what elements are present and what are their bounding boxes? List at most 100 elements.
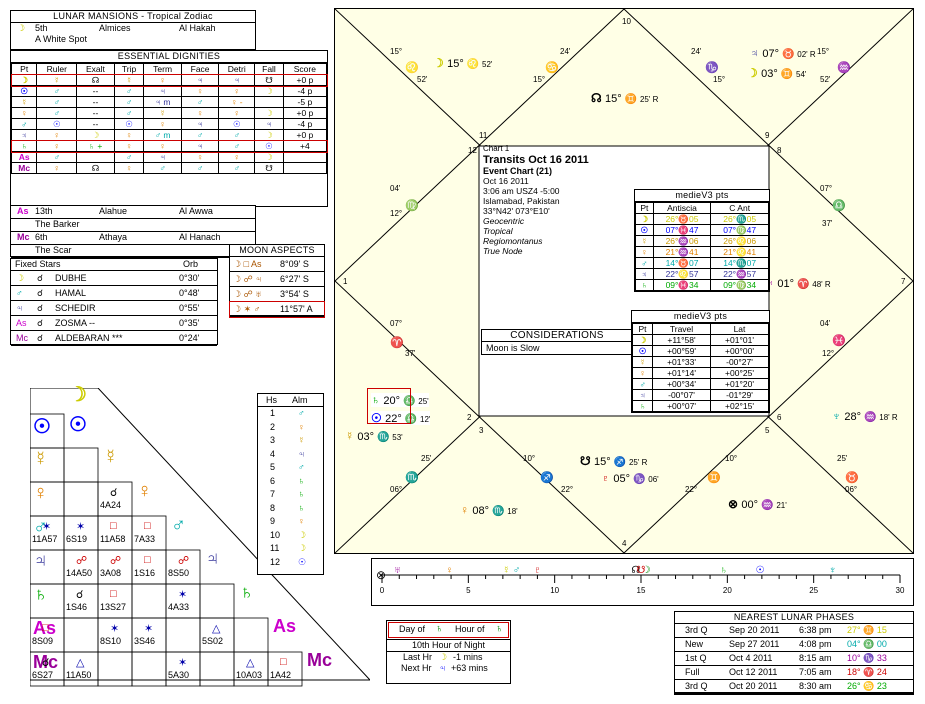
strip-marker-icon: ⊗ bbox=[376, 568, 386, 582]
planet-degree: 00° bbox=[741, 499, 762, 511]
planet-minutes: 25' bbox=[418, 397, 429, 406]
dignity-cell: ♀ bbox=[218, 151, 256, 163]
antiscia-value: 07°♓47 bbox=[652, 224, 712, 236]
strip-planet-icon: ☋ bbox=[637, 565, 646, 576]
dignity-cell: ♂ bbox=[180, 162, 220, 174]
planet-degree: 01° bbox=[777, 278, 798, 290]
antiscia-point: ♂ bbox=[635, 257, 654, 269]
latitude-value: +00°00' bbox=[710, 345, 769, 357]
moon-aspect: ☽ ☍ ♅ bbox=[233, 289, 262, 299]
contra-antiscia-value: 07°♍47 bbox=[710, 224, 769, 236]
star-name: SCHEDIR bbox=[55, 303, 96, 313]
dignity-cell: +0 p bbox=[282, 107, 328, 119]
planet-minutes: 53' bbox=[392, 433, 403, 442]
dignity-point: ☽ bbox=[10, 74, 38, 86]
planet-sign-icon: ♐ bbox=[613, 457, 629, 468]
cusp-minutes: 15° bbox=[713, 75, 726, 84]
chart-info-line: 33°N42' 073°E10' bbox=[483, 206, 550, 216]
planet-degree: 28° bbox=[844, 411, 865, 423]
planet-minutes: 54' bbox=[796, 70, 807, 79]
phase-position: 10° ♑ 33 bbox=[847, 653, 887, 663]
star-name: ZOSMA -- bbox=[55, 318, 95, 328]
cusp-sign-icon: ♎ bbox=[832, 200, 846, 212]
planet-icon: ♃ bbox=[750, 46, 763, 60]
dignity-cell: ♀ bbox=[113, 129, 145, 141]
aspect-value: 5S02 bbox=[202, 636, 224, 646]
cusp-degree: 25' bbox=[837, 454, 848, 463]
antiscia-point: ♃ bbox=[635, 268, 654, 280]
house-number: 8 bbox=[270, 502, 276, 513]
star-planet: ♃ bbox=[16, 303, 23, 313]
house-number-label: 11 bbox=[479, 131, 488, 140]
dignity-cell: ☿ bbox=[36, 74, 78, 86]
house-almuten-header: Hs Alm bbox=[258, 394, 323, 407]
dignity-point: ♀ bbox=[10, 107, 38, 119]
planet-icon: ☉ bbox=[371, 411, 386, 425]
dignity-cell: ♃ bbox=[180, 118, 220, 130]
cusp-degree: 15° bbox=[817, 47, 830, 56]
aspect-value: 14A50 bbox=[66, 568, 93, 578]
planet-sign-icon: ♎ bbox=[403, 396, 419, 407]
house-almuten: ♄ bbox=[298, 489, 305, 499]
antiscia-point: ♄ bbox=[635, 279, 654, 291]
travel-row: ♀+01°14'+00°25' bbox=[631, 367, 769, 379]
aspect-value: 8S10 bbox=[100, 636, 122, 646]
dignity-cell: ☊ bbox=[76, 74, 115, 86]
chart-info-line: 3:06 am USZ4 -5:00 bbox=[483, 186, 560, 196]
phase-date: Oct 4 2011 bbox=[729, 653, 773, 663]
house-almuten: ♂ bbox=[298, 408, 305, 418]
house-row: 8♄ bbox=[258, 502, 323, 516]
house-row: 1♂ bbox=[258, 407, 323, 421]
moon-aspect-row: ☽ ☍ ♃6°27' S bbox=[230, 272, 324, 287]
house-number-label: 9 bbox=[765, 131, 770, 140]
aspect-symbol: □ bbox=[110, 588, 117, 600]
dignity-cell: ☽ bbox=[254, 85, 284, 97]
chart-setting: Regiomontanus bbox=[483, 236, 543, 246]
moon-aspect-row: ☽ ☍ ♅3°54' S bbox=[230, 287, 324, 302]
aspect-symbol: □ bbox=[280, 656, 287, 668]
antiscia-value: 14°♉07 bbox=[652, 257, 712, 269]
cusp-sign-icon: ♏ bbox=[405, 472, 419, 484]
travel-value: +00°34' bbox=[652, 378, 711, 390]
planet-sign-icon: ♊ bbox=[780, 69, 797, 80]
aspect-grid-planet: Mc bbox=[307, 650, 333, 670]
planet-position: ☽ 03° ♊ 54' bbox=[747, 66, 806, 80]
strip-tick-label: 0 bbox=[380, 586, 385, 595]
house-number-label: 1 bbox=[343, 277, 348, 286]
planet-position: ☽ 15° ♌ 52' bbox=[433, 56, 492, 70]
house-row: 9♀ bbox=[258, 515, 323, 529]
planet-icon: ☽ bbox=[747, 66, 762, 80]
dignities-header: Ruler bbox=[36, 63, 78, 75]
planet-degree: 03° bbox=[761, 68, 781, 80]
chart-info: Chart 1 Transits Oct 16 2011 Event Chart… bbox=[483, 144, 589, 256]
cusp-sign-icon: ♒ bbox=[837, 62, 851, 74]
antiscia-point: ♀ bbox=[635, 246, 654, 258]
dignity-cell: ♂ bbox=[218, 162, 256, 174]
day-hour-header: Day of ♄ Hour of ♄ bbox=[388, 622, 509, 638]
planet-degree: 22° bbox=[385, 413, 405, 425]
strip-tick-label: 5 bbox=[466, 586, 471, 595]
house-almuten: ☉ bbox=[298, 556, 307, 567]
cusp-degree: 04' bbox=[390, 184, 401, 193]
dignity-cell: ♃ bbox=[180, 140, 220, 152]
cusp-degree: 07° bbox=[390, 319, 403, 328]
strip-planet-icon: ☊ bbox=[631, 565, 640, 576]
antiscia-point: ☽ bbox=[635, 213, 654, 225]
phase-name: 1st Q bbox=[685, 653, 707, 663]
antiscia-title: medieV3 pts bbox=[635, 190, 769, 202]
mansion-number: A White Spot bbox=[35, 34, 88, 44]
planet-minutes: 25' R bbox=[628, 458, 648, 467]
dignity-point: As bbox=[10, 151, 38, 163]
house-number-label: 7 bbox=[901, 277, 906, 286]
house-almuten: ♄ bbox=[298, 502, 305, 513]
moon-aspect: ☽ ✶ ♂ bbox=[233, 304, 261, 314]
